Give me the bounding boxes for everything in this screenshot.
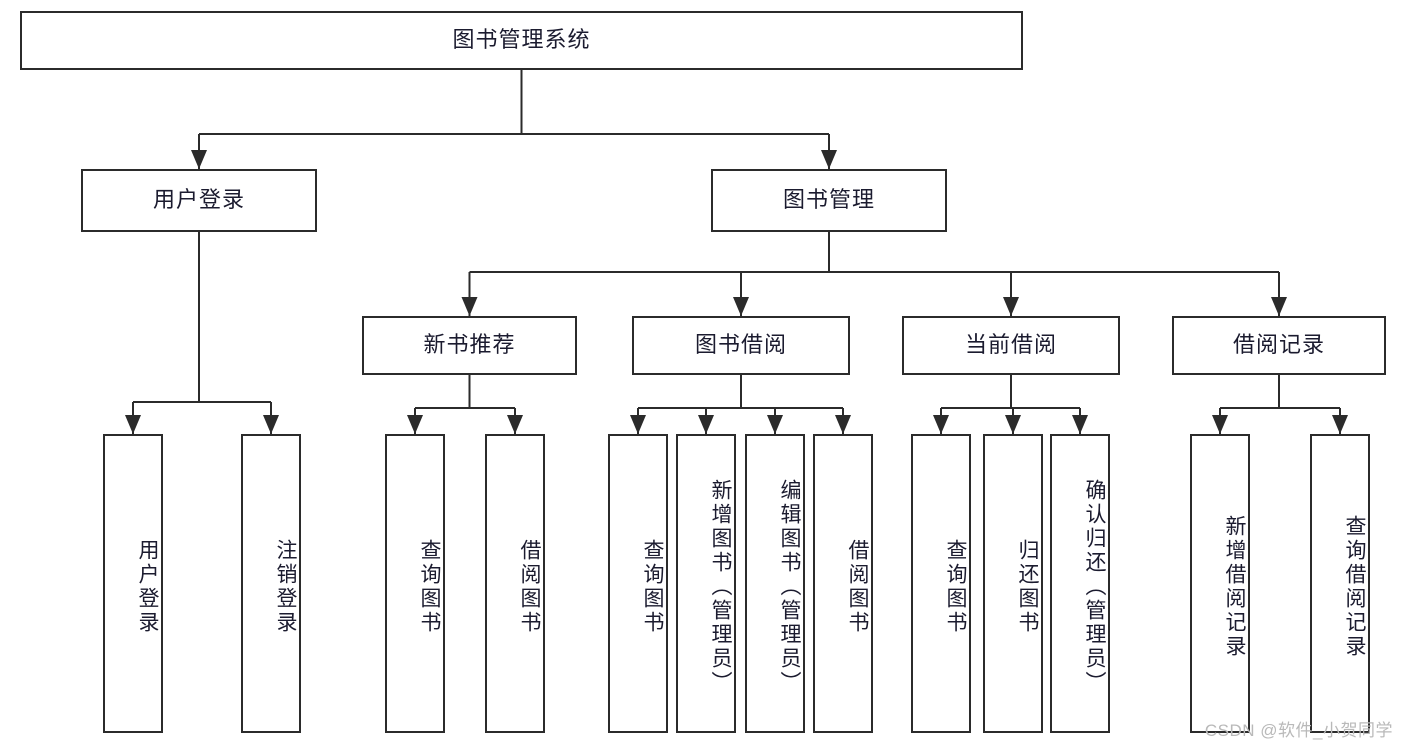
arrowhead-icon [1332, 415, 1348, 434]
arrowhead-icon [767, 415, 783, 434]
node-newbook[interactable]: 新书推荐 [362, 316, 577, 375]
watermark-text: CSDN @软件_小贺同学 [1204, 721, 1393, 740]
arrowhead-icon [1212, 415, 1228, 434]
node-label: 归还图书 [1016, 538, 1039, 635]
node-root[interactable]: 图书管理系统 [20, 11, 1023, 70]
node-label: 新增图书（管理员） [709, 478, 732, 695]
arrowhead-icon [191, 150, 207, 169]
node-label: 查询图书 [944, 538, 967, 635]
arrowhead-icon [835, 415, 851, 434]
node-leaf-3[interactable]: 查询图书 [385, 434, 445, 733]
node-label: 图书管理 [782, 187, 875, 213]
arrowhead-icon [125, 415, 141, 434]
node-leaf-10[interactable]: 归还图书 [983, 434, 1043, 733]
arrowhead-icon [461, 297, 478, 316]
node-label: 图书借阅 [694, 332, 787, 358]
node-leaf-9[interactable]: 查询图书 [911, 434, 971, 733]
node-label: 当前借阅 [964, 332, 1057, 358]
node-leaf-7[interactable]: 编辑图书（管理员） [745, 434, 805, 733]
node-leaf-11[interactable]: 确认归还（管理员） [1050, 434, 1110, 733]
arrowhead-icon [1271, 297, 1287, 316]
node-leaf-13[interactable]: 查询借阅记录 [1310, 434, 1370, 733]
node-label: 确认归还（管理员） [1083, 478, 1106, 695]
arrowhead-icon [733, 297, 749, 316]
node-records[interactable]: 借阅记录 [1172, 316, 1386, 375]
node-leaf-6[interactable]: 新增图书（管理员） [676, 434, 736, 733]
arrowhead-icon [698, 415, 714, 434]
node-leaf-5[interactable]: 查询图书 [608, 434, 668, 733]
node-leaf-12[interactable]: 新增借阅记录 [1190, 434, 1250, 733]
node-label: 用户登录 [152, 187, 245, 213]
node-label: 查询图书 [418, 538, 441, 635]
node-current[interactable]: 当前借阅 [902, 316, 1120, 375]
node-leaf-4[interactable]: 借阅图书 [485, 434, 545, 733]
node-leaf-1[interactable]: 用户登录 [103, 434, 163, 733]
node-label: 借阅图书 [846, 538, 869, 635]
node-label: 查询图书 [641, 538, 664, 635]
node-label: 新增借阅记录 [1223, 514, 1246, 659]
arrowhead-icon [407, 415, 423, 434]
arrowhead-icon [630, 415, 646, 434]
node-leaf-8[interactable]: 借阅图书 [813, 434, 873, 733]
arrowhead-icon [933, 415, 949, 434]
node-bookmgmt[interactable]: 图书管理 [711, 169, 947, 232]
arrowhead-icon [1003, 297, 1019, 316]
arrowhead-icon [263, 415, 279, 434]
arrowhead-icon [821, 150, 837, 169]
node-label: 注销登录 [274, 538, 297, 635]
node-label: 查询借阅记录 [1343, 514, 1366, 659]
node-label: 新书推荐 [423, 332, 516, 358]
node-label: 编辑图书（管理员） [778, 478, 801, 695]
node-label: 借阅记录 [1232, 332, 1325, 358]
node-borrow[interactable]: 图书借阅 [632, 316, 850, 375]
node-label: 图书管理系统 [452, 27, 591, 53]
node-label: 借阅图书 [518, 538, 541, 635]
arrowhead-icon [507, 415, 523, 434]
arrowhead-icon [1072, 415, 1088, 434]
node-login[interactable]: 用户登录 [81, 169, 317, 232]
node-label: 用户登录 [136, 538, 159, 635]
node-leaf-2[interactable]: 注销登录 [241, 434, 301, 733]
arrowhead-icon [1005, 415, 1021, 434]
